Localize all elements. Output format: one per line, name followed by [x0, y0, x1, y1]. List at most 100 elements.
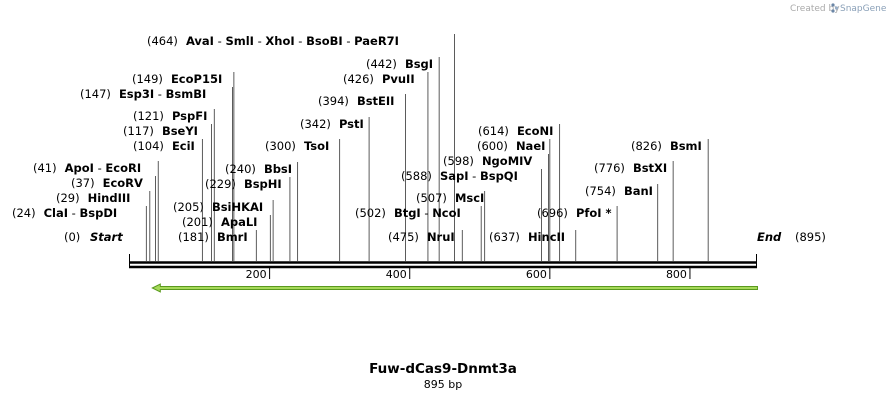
feature-track	[151, 283, 758, 293]
feature-arrow	[151, 283, 758, 293]
enzyme-name: BsoBI	[306, 34, 343, 48]
enzyme-label: (121)PspFI	[133, 109, 207, 123]
enzyme-separator: -	[68, 206, 79, 220]
cut-position: (149)	[132, 72, 163, 86]
cut-position: (240)	[225, 162, 256, 176]
enzyme-label: (754) BanI	[585, 184, 653, 198]
enzyme-name: HindIII	[88, 191, 131, 205]
enzyme-label: (614)EcoNI	[478, 124, 553, 138]
enzyme-name: EcoNI	[517, 124, 553, 138]
enzyme-name: XhoI	[265, 34, 294, 48]
enzyme-name: BanI	[624, 184, 653, 198]
end-position: (895)	[795, 230, 826, 244]
cut-position: (24)	[12, 206, 36, 220]
end-label: End	[757, 230, 782, 244]
enzyme-name: BmrI	[217, 230, 248, 244]
enzyme-name: ClaI	[44, 206, 68, 220]
enzyme-name: BsgI	[405, 57, 433, 71]
cut-position: (588)	[401, 169, 432, 183]
enzyme-name: NaeI	[516, 139, 545, 153]
enzyme-label: (300) TsoI	[265, 139, 329, 153]
sequence-backbone	[129, 254, 757, 269]
enzyme-label: (29) HindIII	[56, 191, 130, 205]
enzyme-name: SapI	[440, 169, 469, 183]
enzyme-name: BsmBI	[166, 87, 207, 101]
cut-position: (776)	[594, 161, 625, 175]
sequence-length: 895 bp	[424, 378, 462, 391]
enzyme-name: PspFI	[172, 109, 207, 123]
ruler-tick-label: 400	[386, 268, 407, 281]
sequence-name: Fuw-dCas9-Dnmt3a	[369, 361, 517, 377]
enzyme-name: PvuII	[382, 72, 415, 86]
cut-position: (442)	[366, 57, 397, 71]
cut-position: (600)	[477, 139, 508, 153]
enzyme-name: EcoP15I	[171, 72, 222, 86]
enzyme-label: (588)SapI - BspQI	[401, 169, 518, 183]
enzyme-separator: -	[421, 206, 432, 220]
enzyme-label: (205)BsiHKAI	[173, 200, 263, 214]
cut-position: (507)	[416, 191, 447, 205]
enzyme-label: (41)ApoI - EcoRI	[33, 161, 141, 175]
cut-position: (475)	[388, 230, 419, 244]
enzyme-label: (149) EcoP15I	[132, 72, 222, 86]
cut-position: (181)	[178, 230, 209, 244]
enzyme-labels: (24) ClaI - BspDI(29) HindIII(37) EcoRV(41)…	[12, 34, 702, 244]
enzyme-name: PfoI *	[576, 206, 612, 220]
enzyme-name: EciI	[172, 139, 195, 153]
enzyme-label: (502)BtgI - NcoI	[355, 206, 461, 220]
credit-brand: SnapGene	[840, 4, 887, 14]
enzyme-name: MscI	[455, 191, 484, 205]
enzyme-name: PstI	[339, 117, 364, 131]
enzyme-label: (442) BsgI	[366, 57, 433, 71]
enzyme-name: BstEII	[357, 94, 395, 108]
cut-position: (464)	[147, 34, 178, 48]
cut-position: (117)	[123, 124, 154, 138]
cut-position: (201)	[182, 215, 213, 229]
enzyme-label: (394) BstEII	[318, 94, 394, 108]
enzyme-separator: -	[254, 34, 265, 48]
enzyme-name: PaeR7I	[354, 34, 399, 48]
enzyme-separator: -	[469, 169, 480, 183]
enzyme-label: (104) EciI	[133, 139, 195, 153]
enzyme-label: (600) NaeI	[477, 139, 545, 153]
enzyme-label: (240) BbsI	[225, 162, 292, 176]
enzyme-label: (37) EcoRV	[71, 176, 143, 190]
enzyme-label: (507) MscI	[416, 191, 484, 205]
enzyme-name: ApaLI	[221, 215, 258, 229]
cut-position: (696)	[537, 206, 568, 220]
cut-position: (754)	[585, 184, 616, 198]
enzyme-name: BsiHKAI	[212, 200, 263, 214]
cut-position: (37)	[71, 176, 95, 190]
enzyme-name: NgoMIV	[482, 154, 532, 168]
enzyme-name: HincII	[528, 230, 565, 244]
enzyme-name: EcoRV	[103, 176, 143, 190]
enzyme-label: (776)BstXI	[594, 161, 667, 175]
enzyme-separator: -	[154, 87, 165, 101]
enzyme-label: (637)HincII	[489, 230, 565, 244]
enzyme-label: (117) BseYI	[123, 124, 198, 138]
enzyme-name: TsoI	[304, 139, 329, 153]
enzyme-name: BbsI	[264, 162, 292, 176]
enzyme-name: BsmI	[670, 139, 702, 153]
enzyme-label: (181) BmrI	[178, 230, 248, 244]
cut-position: (104)	[133, 139, 164, 153]
credit: Created by SnapGene	[790, 3, 887, 14]
cut-position: (300)	[265, 139, 296, 153]
enzyme-name: BseYI	[162, 124, 198, 138]
start-position: (0)	[64, 230, 80, 244]
enzyme-separator: -	[343, 34, 354, 48]
enzyme-label: (598)NgoMIV	[443, 154, 532, 168]
snapgene-logo-icon	[831, 3, 839, 13]
cut-position: (394)	[318, 94, 349, 108]
enzyme-separator: -	[94, 161, 105, 175]
enzyme-name: BspDI	[80, 206, 118, 220]
cut-position: (502)	[355, 206, 386, 220]
cut-position: (29)	[56, 191, 80, 205]
enzyme-name: NruI	[427, 230, 455, 244]
enzyme-label: (147)Esp3I - BsmBI	[80, 87, 206, 101]
enzyme-name: EcoRI	[105, 161, 141, 175]
enzyme-label: (826)BsmI	[631, 139, 702, 153]
enzyme-name: ApoI	[65, 161, 94, 175]
